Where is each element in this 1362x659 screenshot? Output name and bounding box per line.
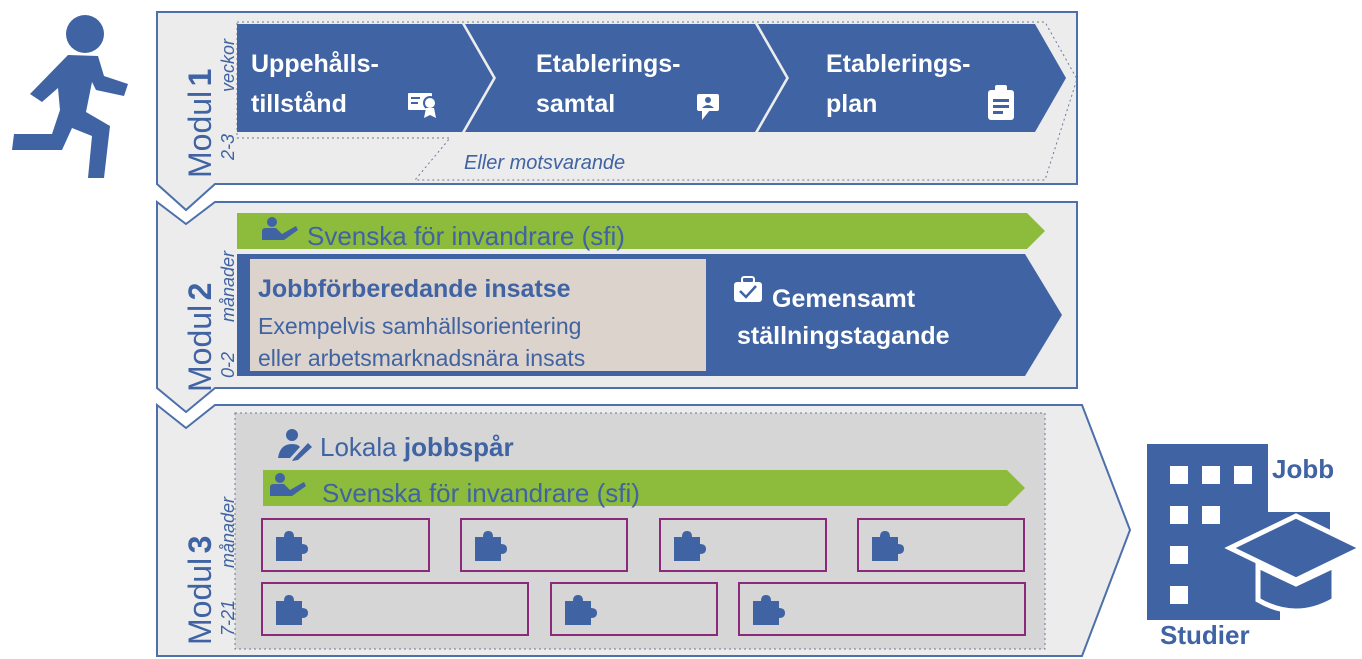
joint-line2: ställningstagande — [737, 322, 950, 350]
module3-number: 3 — [182, 536, 218, 554]
briefcase-check-icon — [734, 276, 762, 302]
module1-unit-text: veckor — [218, 38, 238, 92]
activity-box — [550, 582, 718, 636]
step1-line1: Uppehålls- — [251, 50, 379, 78]
puzzle-icon — [872, 531, 904, 561]
module1-word: Modul — [182, 91, 218, 178]
clipboard-icon — [988, 85, 1014, 120]
chat-icon — [697, 94, 719, 120]
joint-line1: Gemensamt — [772, 285, 916, 313]
puzzle-icon — [475, 531, 507, 561]
module3-unit: månader — [218, 496, 238, 568]
svg-text:0-2: 0-2 — [218, 352, 238, 378]
running-person-icon — [12, 15, 128, 178]
module3-word: Modul — [182, 558, 218, 645]
step2-line2: samtal — [536, 90, 615, 118]
module1-label: Modul 1 — [182, 69, 218, 178]
module2-unit-text: månader — [218, 250, 238, 322]
graduation-cap-icon — [1224, 513, 1362, 614]
job-prep-box — [250, 259, 706, 371]
svg-text:månader: månader — [218, 250, 238, 322]
svg-text:Modul 2: Modul 2 — [182, 283, 218, 392]
local-track-prefix: Lokala — [320, 432, 404, 462]
module3-sfi-bar — [263, 470, 1025, 506]
module1-unit: veckor — [218, 38, 238, 92]
module2-unit: månader — [218, 250, 238, 322]
puzzle-icon — [753, 595, 785, 625]
module2-label: Modul 2 — [182, 283, 218, 392]
module2-word: Modul — [182, 305, 218, 392]
activity-box — [460, 518, 628, 572]
module1-duration: 2-3 — [218, 134, 238, 161]
step-etableringsplan — [758, 24, 1066, 132]
svg-text:2-3: 2-3 — [218, 134, 238, 161]
activity-box — [738, 582, 1026, 636]
svg-text:Modul 1: Modul 1 — [182, 69, 218, 178]
job-prep-title: Jobbförberedande insatse — [258, 275, 571, 303]
studies-label: Studier — [1160, 620, 1250, 650]
puzzle-boxes — [261, 518, 1026, 636]
teacher-icon — [270, 473, 306, 496]
activity-box — [659, 518, 827, 572]
svg-text:månader: månader — [218, 496, 238, 568]
local-track-label: Lokala jobbspår — [320, 432, 514, 462]
step1-line2: tillstånd — [251, 90, 347, 118]
module1-dotted-outline — [236, 21, 1078, 181]
activity-box — [857, 518, 1025, 572]
certificate-icon — [408, 93, 437, 118]
puzzle-icon — [276, 531, 308, 561]
module3-range: 7-21 — [218, 600, 238, 636]
job-prep-line2: eller arbetsmarknadsnära insats — [258, 345, 585, 371]
module2-range: 0-2 — [218, 352, 238, 378]
module3-sfi-label: Svenska för invandrare (sfi) — [322, 478, 640, 508]
step2-line1: Etablerings- — [536, 50, 680, 78]
module3-unit-text: månader — [218, 496, 238, 568]
alternative-note: Eller motsvarande — [464, 152, 625, 174]
teacher-icon — [262, 217, 298, 240]
local-track-bold: jobbspår — [403, 432, 514, 462]
puzzle-icon — [565, 595, 597, 625]
puzzle-icon — [674, 531, 706, 561]
puzzle-icon — [276, 595, 308, 625]
step3-line2: plan — [826, 90, 877, 118]
step3-line1: Etablerings- — [826, 50, 970, 78]
activity-box — [261, 582, 529, 636]
step-etableringssamtal — [465, 24, 786, 132]
module3-duration: 7-21 — [218, 600, 238, 636]
job-label: Jobb — [1272, 454, 1334, 484]
user-edit-icon — [278, 429, 312, 461]
svg-text:Modul 3: Modul 3 — [182, 536, 218, 645]
svg-text:veckor: veckor — [218, 38, 238, 92]
building-icon — [1147, 444, 1330, 620]
job-prep-line1: Exempelvis samhällsorientering — [258, 313, 581, 339]
svg-text:7-21: 7-21 — [218, 600, 238, 636]
module2-number: 2 — [182, 283, 218, 301]
module2-duration: 0-2 — [218, 352, 238, 378]
module2-sfi-bar — [237, 213, 1045, 249]
module1-range: 2-3 — [218, 134, 238, 161]
activity-box — [261, 518, 430, 572]
module3-label: Modul 3 — [182, 536, 218, 645]
module1-number: 1 — [182, 69, 218, 87]
module2-sfi-label: Svenska för invandrare (sfi) — [307, 221, 625, 251]
